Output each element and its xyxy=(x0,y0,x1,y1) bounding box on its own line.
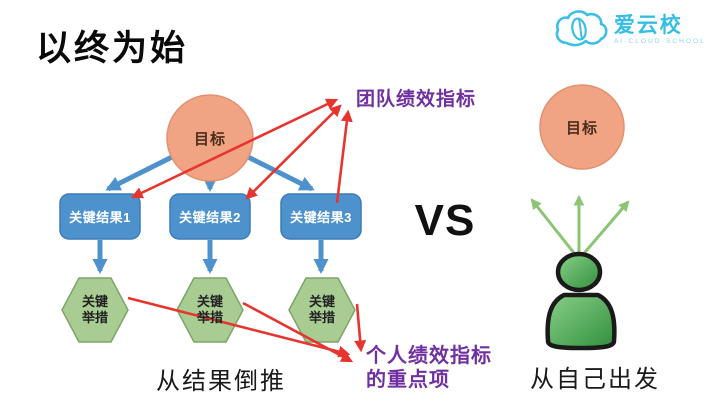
cloud-logo-icon xyxy=(555,10,608,47)
red-arrow-kr2-teamkpi xyxy=(245,104,342,200)
team-kpi-label: 团队绩效指标 xyxy=(356,89,477,110)
person-body xyxy=(545,292,617,351)
brand-logo: 爱云校 AI·CLOUD·SCHOOL xyxy=(552,8,706,52)
green-arrow-left xyxy=(530,198,580,259)
goal-circle-right xyxy=(539,84,625,170)
red-arrow-kr3-teamkpi xyxy=(335,109,353,204)
caption-left: 从结果倒推 xyxy=(156,368,286,395)
green-arrow-right xyxy=(578,200,630,259)
action-hex-1 xyxy=(61,277,129,343)
page-title: 以终为始 xyxy=(36,29,189,68)
action-hex-2 xyxy=(176,277,244,343)
kr-box-1 xyxy=(59,193,141,240)
red-arrow-action1-personalkpi xyxy=(127,296,351,358)
kr2-label: 关键结果2 xyxy=(179,210,241,225)
red-arrow-action2-personalkpi xyxy=(242,301,354,363)
goal-left-label: 目标 xyxy=(193,130,226,148)
caption-right: 从自己出发 xyxy=(530,366,660,393)
personal-kpi-label: 个人绩效指标 的重点项 xyxy=(366,345,492,391)
person-head xyxy=(555,251,603,293)
vs-label: VS xyxy=(414,196,476,245)
kr1-label: 关键结果1 xyxy=(69,210,131,225)
brand-name: 爱云校 xyxy=(613,13,683,37)
kr3-label: 关键结果3 xyxy=(290,210,352,225)
goal-right-label: 目标 xyxy=(565,119,598,137)
action2-label: 关键 举措 xyxy=(196,294,223,325)
brand-tagline: AI·CLOUD·SCHOOL xyxy=(613,37,706,45)
blue-arrow-goal-kr3 xyxy=(246,154,315,192)
action1-label: 关键 举措 xyxy=(81,294,108,325)
action3-label: 关键 举措 xyxy=(308,294,335,325)
red-arrow-action3-personalkpi xyxy=(354,303,367,353)
